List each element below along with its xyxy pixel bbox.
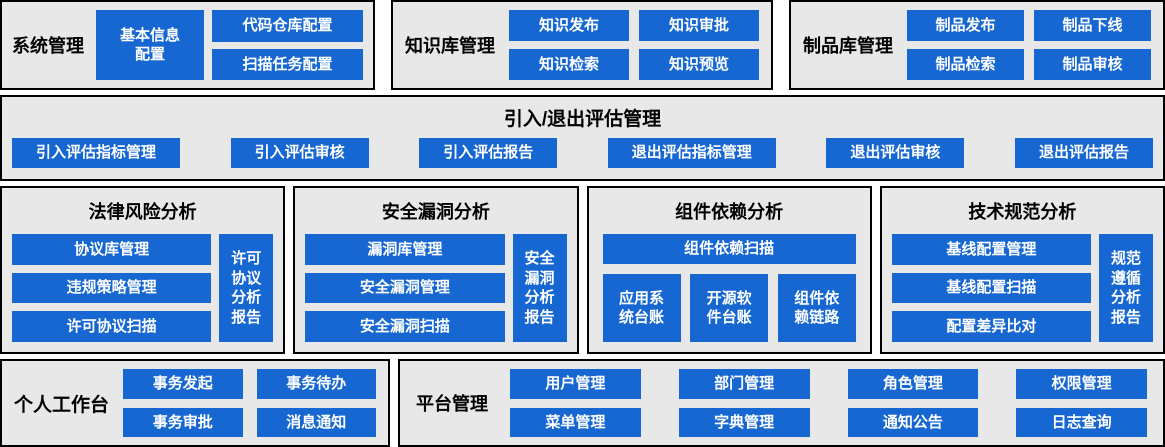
panel-knowledge-base: 知识库管理 知识发布 知识审批 知识检索 知识预览 [391, 0, 773, 90]
artifact-publish-button[interactable]: 制品发布 [907, 10, 1024, 41]
panel-artifact-library: 制品库管理 制品发布 制品下线 制品检索 制品审核 [789, 0, 1165, 90]
knowledge-preview-button[interactable]: 知识预览 [639, 49, 759, 80]
dict-mgmt-button[interactable]: 字典管理 [678, 407, 810, 437]
dependency-chain-button[interactable]: 组件依赖链路 [777, 274, 856, 342]
panel-legal-risk-analysis: 法律风险分析 协议库管理 违规策略管理 许可协议扫描 许可协议分析报告 [0, 186, 286, 354]
notice-announcement-button[interactable]: 通知公告 [847, 407, 979, 437]
platform-management-buttons: 用户管理 部门管理 角色管理 权限管理 菜单管理 字典管理 通知公告 日志查询 [510, 369, 1147, 437]
permission-mgmt-button[interactable]: 权限管理 [1016, 369, 1147, 399]
security-vulnerability-analysis-body: 漏洞库管理 安全漏洞管理 安全漏洞扫描 安全漏洞分析报告 [305, 234, 567, 343]
artifact-offline-button[interactable]: 制品下线 [1034, 10, 1151, 41]
artifact-review-button[interactable]: 制品审核 [1034, 49, 1151, 80]
role-mgmt-button[interactable]: 角色管理 [847, 369, 979, 399]
panel-platform-management: 平台管理 用户管理 部门管理 角色管理 权限管理 菜单管理 字典管理 通知公告 … [398, 359, 1165, 447]
spec-compliance-report-button[interactable]: 规范遵循分析报告 [1099, 234, 1153, 342]
import-eval-report-button[interactable]: 引入评估报告 [419, 137, 558, 168]
knowledge-search-button[interactable]: 知识检索 [509, 49, 629, 80]
panel-tech-spec-analysis: 技术规范分析 基线配置管理 基线配置扫描 配置差异比对 规范遵循分析报告 [879, 186, 1165, 354]
knowledge-approval-button[interactable]: 知识审批 [639, 10, 759, 41]
tech-spec-analysis-buttons: 基线配置管理 基线配置扫描 配置差异比对 [891, 234, 1091, 343]
knowledge-publish-button[interactable]: 知识发布 [509, 10, 629, 41]
personal-workspace-title: 个人工作台 [14, 394, 110, 416]
agreement-library-mgmt-button[interactable]: 协议库管理 [12, 234, 212, 265]
app-system-ledger-button[interactable]: 应用系统台账 [602, 274, 681, 342]
violation-policy-mgmt-button[interactable]: 违规策略管理 [12, 272, 212, 304]
knowledge-base-buttons: 知识发布 知识审批 知识检索 知识预览 [509, 10, 759, 80]
knowledge-base-title: 知识库管理 [405, 36, 495, 56]
security-vulnerability-analysis-buttons: 漏洞库管理 安全漏洞管理 安全漏洞扫描 [305, 234, 505, 343]
panel-security-vulnerability-analysis: 安全漏洞分析 漏洞库管理 安全漏洞管理 安全漏洞扫描 安全漏洞分析报告 [293, 186, 579, 354]
log-query-button[interactable]: 日志查询 [1016, 407, 1147, 437]
dept-mgmt-button[interactable]: 部门管理 [678, 369, 810, 399]
task-initiate-button[interactable]: 事务发起 [123, 369, 243, 399]
evaluation-buttons: 引入评估指标管理 引入评估审核 引入评估报告 退出评估指标管理 退出评估审核 退… [12, 136, 1153, 169]
basic-info-config-button[interactable]: 基本信息配置 [96, 10, 204, 80]
bottom-row: 个人工作台 事务发起 事务待办 事务审批 消息通知 平台管理 用户管理 部门管理… [0, 359, 1165, 447]
legal-risk-analysis-body: 协议库管理 违规策略管理 许可协议扫描 许可协议分析报告 [12, 234, 274, 343]
oss-ledger-button[interactable]: 开源软件台账 [690, 274, 769, 342]
license-agreement-scan-button[interactable]: 许可协议扫描 [12, 311, 212, 343]
user-mgmt-button[interactable]: 用户管理 [510, 369, 641, 399]
import-eval-metric-mgmt-button[interactable]: 引入评估指标管理 [12, 137, 181, 168]
task-approve-button[interactable]: 事务审批 [123, 407, 243, 437]
component-dependency-ledger-buttons: 应用系统台账 开源软件台账 组件依赖链路 [602, 274, 856, 342]
panel-personal-workspace: 个人工作台 事务发起 事务待办 事务审批 消息通知 [0, 359, 390, 447]
license-analysis-report-button[interactable]: 许可协议分析报告 [219, 234, 274, 342]
component-dependency-scan-button[interactable]: 组件依赖扫描 [602, 234, 856, 264]
panel-system-management: 系统管理 基本信息配置 代码仓库配置 扫描任务配置 [0, 0, 375, 90]
baseline-config-scan-button[interactable]: 基线配置扫描 [891, 272, 1091, 304]
import-eval-review-button[interactable]: 引入评估审核 [230, 137, 369, 168]
component-dependency-analysis-body: 组件依赖扫描 应用系统台账 开源软件台账 组件依赖链路 [599, 234, 860, 342]
artifact-library-title: 制品库管理 [803, 36, 893, 56]
artifact-library-buttons: 制品发布 制品下线 制品检索 制品审核 [907, 10, 1151, 80]
panel-component-dependency-analysis: 组件依赖分析 组件依赖扫描 应用系统台账 开源软件台账 组件依赖链路 [586, 186, 872, 354]
message-notify-button[interactable]: 消息通知 [256, 407, 376, 437]
exit-eval-report-button[interactable]: 退出评估报告 [1014, 137, 1153, 168]
vuln-library-mgmt-button[interactable]: 漏洞库管理 [305, 234, 505, 265]
component-dependency-analysis-title: 组件依赖分析 [675, 202, 784, 222]
config-diff-compare-button[interactable]: 配置差异比对 [891, 311, 1091, 343]
security-vuln-mgmt-button[interactable]: 安全漏洞管理 [305, 272, 505, 304]
code-repo-config-button[interactable]: 代码仓库配置 [212, 10, 363, 42]
top-row: 系统管理 基本信息配置 代码仓库配置 扫描任务配置 知识库管理 知识发布 知识审… [0, 0, 1165, 90]
exit-eval-metric-mgmt-button[interactable]: 退出评估指标管理 [607, 137, 776, 168]
security-vuln-scan-button[interactable]: 安全漏洞扫描 [305, 311, 505, 343]
panel-import-exit-evaluation: 引入/退出评估管理 引入评估指标管理 引入评估审核 引入评估报告 退出评估指标管… [0, 95, 1165, 181]
security-vulnerability-analysis-title: 安全漏洞分析 [381, 202, 490, 222]
security-vuln-report-button[interactable]: 安全漏洞分析报告 [512, 234, 567, 342]
system-management-buttons: 基本信息配置 代码仓库配置 扫描任务配置 [96, 10, 363, 80]
import-exit-evaluation-title: 引入/退出评估管理 [503, 109, 662, 130]
scan-task-config-button[interactable]: 扫描任务配置 [212, 48, 363, 80]
tech-spec-analysis-title: 技术规范分析 [968, 202, 1077, 222]
menu-mgmt-button[interactable]: 菜单管理 [510, 407, 641, 437]
task-todo-button[interactable]: 事务待办 [256, 369, 376, 399]
system-management-title: 系统管理 [12, 36, 84, 56]
analysis-row: 法律风险分析 协议库管理 违规策略管理 许可协议扫描 许可协议分析报告 安全漏洞… [0, 186, 1165, 354]
legal-risk-analysis-buttons: 协议库管理 违规策略管理 许可协议扫描 [12, 234, 212, 343]
baseline-config-mgmt-button[interactable]: 基线配置管理 [891, 234, 1091, 265]
exit-eval-review-button[interactable]: 退出评估审核 [826, 137, 965, 168]
artifact-search-button[interactable]: 制品检索 [907, 49, 1024, 80]
tech-spec-analysis-body: 基线配置管理 基线配置扫描 配置差异比对 规范遵循分析报告 [891, 234, 1153, 343]
platform-management-title: 平台管理 [416, 394, 488, 414]
legal-risk-analysis-title: 法律风险分析 [88, 202, 197, 222]
personal-workspace-buttons: 事务发起 事务待办 事务审批 消息通知 [123, 369, 376, 437]
